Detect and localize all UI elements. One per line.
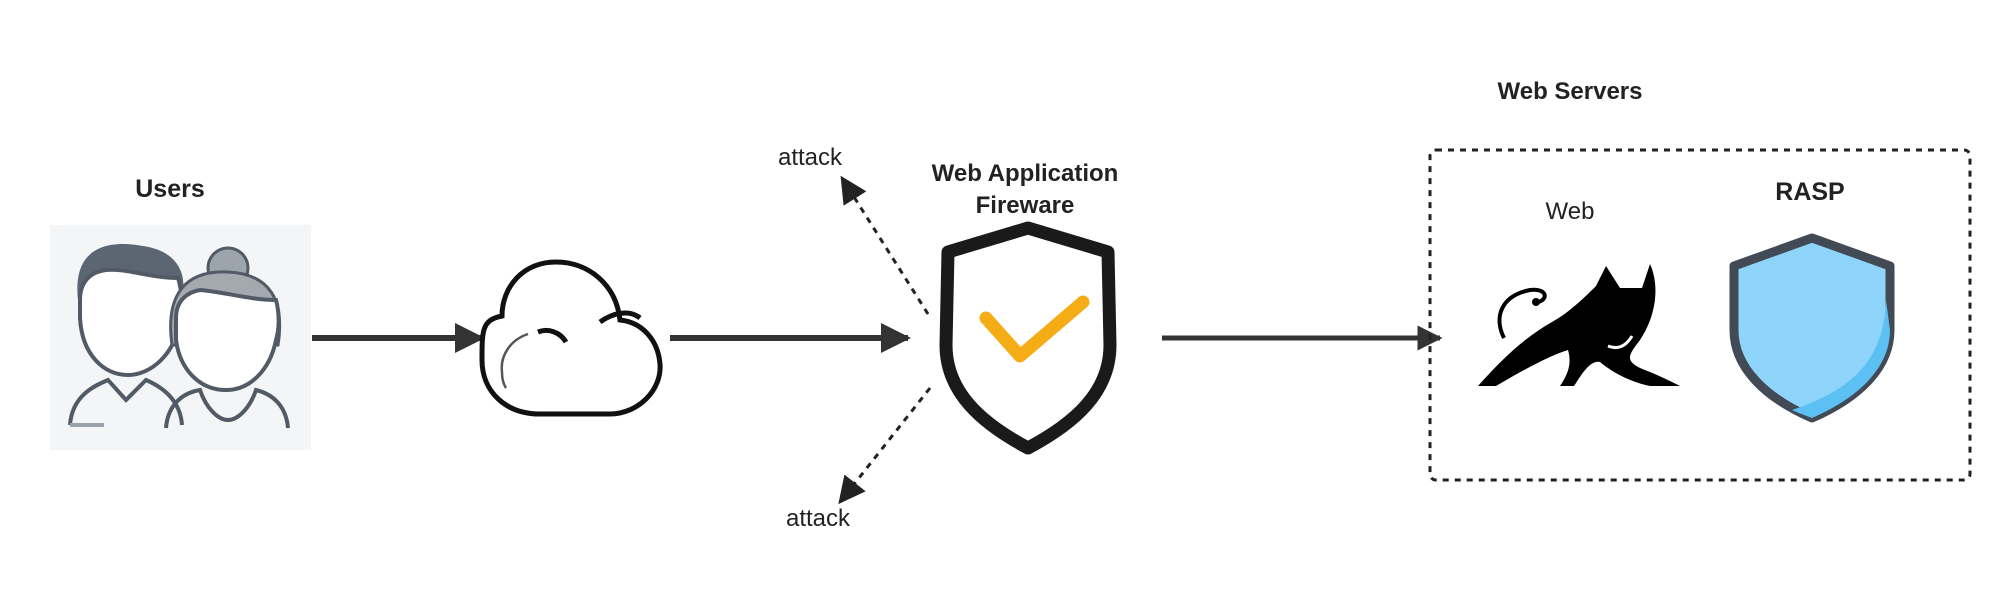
tomcat-cat-icon xyxy=(1478,264,1680,386)
rasp-shield-icon xyxy=(1729,233,1895,423)
web-servers-label: Web Servers xyxy=(1497,78,1643,105)
cloud-icon xyxy=(479,259,663,417)
waf-label-line2: Fireware xyxy=(975,192,1075,219)
users-icon xyxy=(50,225,311,450)
waf-label-line1: Web Application xyxy=(931,160,1119,187)
attack-label-bottom: attack xyxy=(785,505,851,532)
attack-arrow-down xyxy=(838,387,932,505)
waf-shield-check-icon xyxy=(939,221,1117,455)
web-servers-box xyxy=(1428,148,1972,482)
web-label: Web xyxy=(1545,198,1595,225)
attack-arrow-up xyxy=(840,175,930,315)
users-label: Users xyxy=(135,175,205,203)
attack-label-top: attack xyxy=(777,144,843,171)
rasp-label: RASP xyxy=(1775,178,1845,206)
